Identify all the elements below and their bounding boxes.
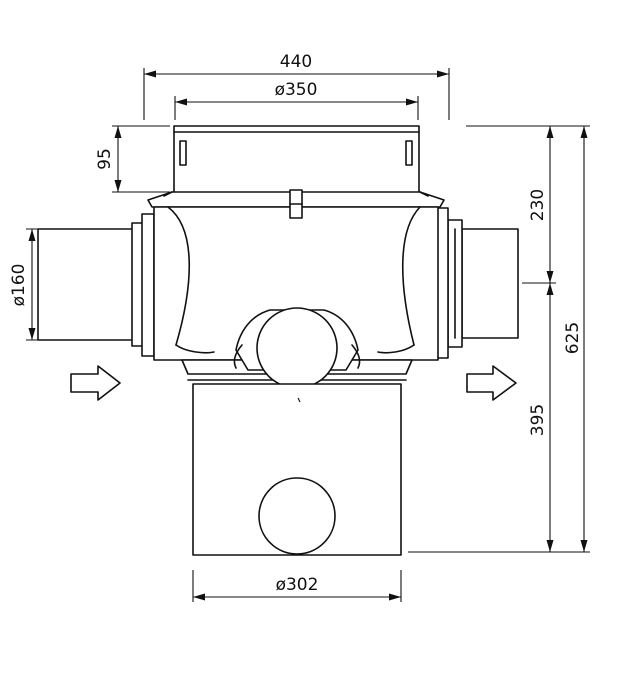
top-collar: [173, 125, 420, 197]
dim-440-label: 440: [280, 52, 312, 72]
dimension-d350: ø350: [174, 80, 419, 120]
main-body: [147, 189, 445, 389]
dim-230-label: 230: [528, 189, 548, 221]
left-inlet-pipe: [37, 213, 155, 357]
dim-625-label: 625: [563, 322, 583, 354]
flow-out-arrow: [466, 365, 517, 401]
dim-d160-label: ø160: [9, 264, 29, 307]
dimension-440: 440: [143, 52, 450, 120]
dim-d302-label: ø302: [276, 575, 319, 595]
dimension-95: 95: [95, 125, 170, 193]
dim-395-label: 395: [528, 404, 548, 436]
dim-d350-label: ø350: [275, 80, 318, 100]
lower-body: [192, 383, 402, 556]
right-outlet-pipe: [435, 207, 519, 359]
dimension-right: 230 395 625: [408, 125, 590, 553]
flow-in-arrow: [70, 365, 121, 401]
dimension-d302: ø302: [192, 570, 402, 602]
dim-95-label: 95: [95, 148, 115, 170]
